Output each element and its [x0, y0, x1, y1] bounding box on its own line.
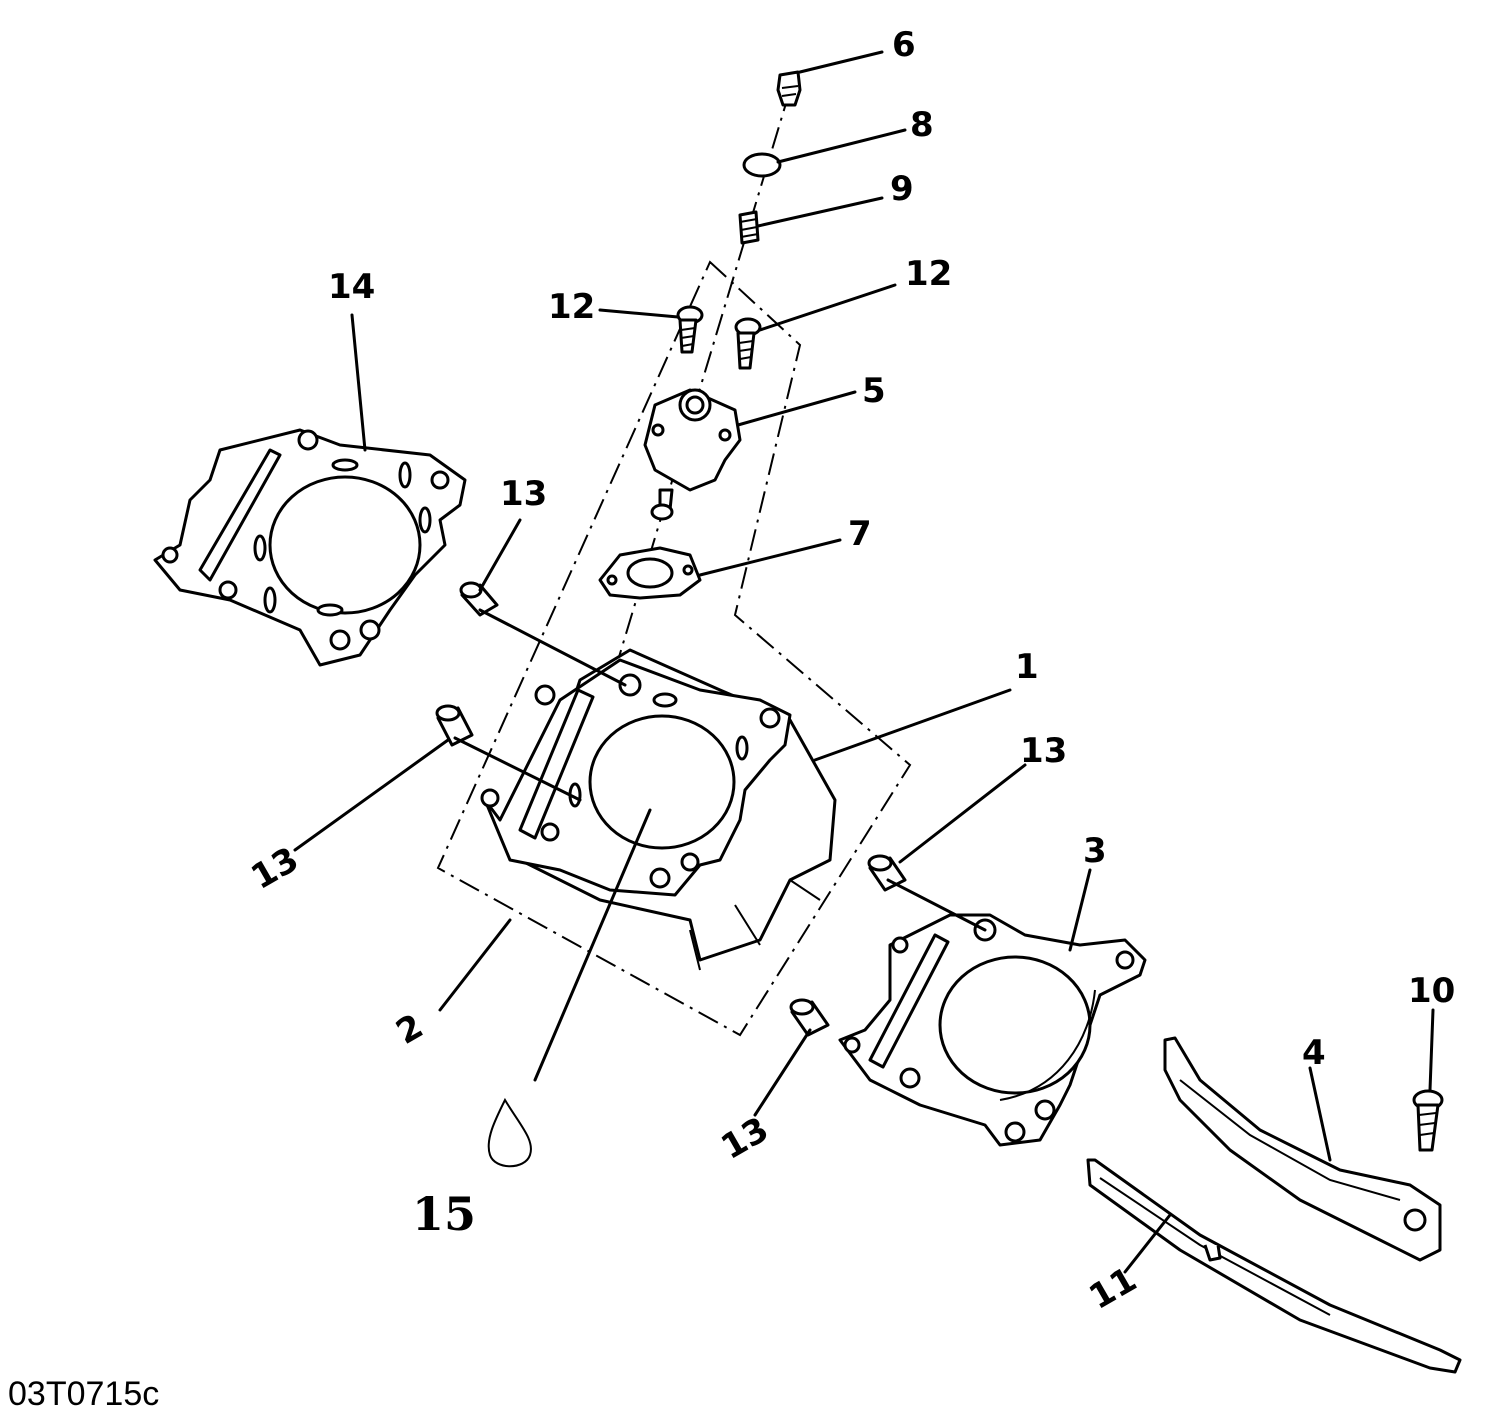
- callout-9: 9: [890, 169, 914, 209]
- head-gasket: [153, 428, 467, 667]
- callout-14: 14: [328, 267, 375, 307]
- tensioner-body: [643, 388, 742, 521]
- base-gasket: [838, 913, 1147, 1147]
- tensioner-screw: [776, 70, 802, 107]
- callout-12-right: 12: [905, 254, 952, 294]
- chain-slider: [1086, 1158, 1462, 1374]
- dowel-pin-upper-left: [459, 581, 499, 617]
- callout-11: 11: [1083, 1259, 1144, 1317]
- callout-7: 7: [848, 514, 872, 554]
- callout-6: 6: [892, 25, 916, 65]
- tensioner-spring: [738, 210, 760, 245]
- callout-12-left: 12: [548, 287, 595, 327]
- callout-8: 8: [910, 105, 934, 145]
- oil-drop-icon: [487, 1097, 532, 1168]
- guide-bolt: [1412, 1089, 1444, 1152]
- callout-13-lower-right: 13: [715, 1109, 776, 1167]
- callout-1: 1: [1015, 647, 1039, 687]
- tensioner-bolt-left: [676, 305, 704, 354]
- dowel-pin-lower-right: [789, 998, 830, 1037]
- callout-2: 2: [390, 1006, 431, 1052]
- tensioner-gasket: [598, 546, 702, 600]
- leader-lines: [293, 50, 1435, 1274]
- drawing-code: 03T0715c: [8, 1375, 159, 1413]
- chain-guide: [1163, 1036, 1442, 1262]
- sealing-washer: [742, 152, 782, 178]
- assembly-outline: [436, 260, 912, 1037]
- callout-13-right: 13: [1020, 731, 1067, 771]
- callout-3: 3: [1083, 831, 1107, 871]
- callout-4: 4: [1302, 1033, 1326, 1073]
- dowel-pin-right: [867, 854, 907, 892]
- callout-5: 5: [862, 371, 886, 411]
- cylinder-block: [480, 648, 837, 971]
- tensioner-bolt-right: [734, 317, 762, 370]
- note-number-15: 15: [412, 1187, 476, 1241]
- callout-13-upper-left: 13: [500, 474, 547, 514]
- dowel-pin-lower-left: [435, 704, 474, 747]
- callout-10: 10: [1408, 971, 1455, 1011]
